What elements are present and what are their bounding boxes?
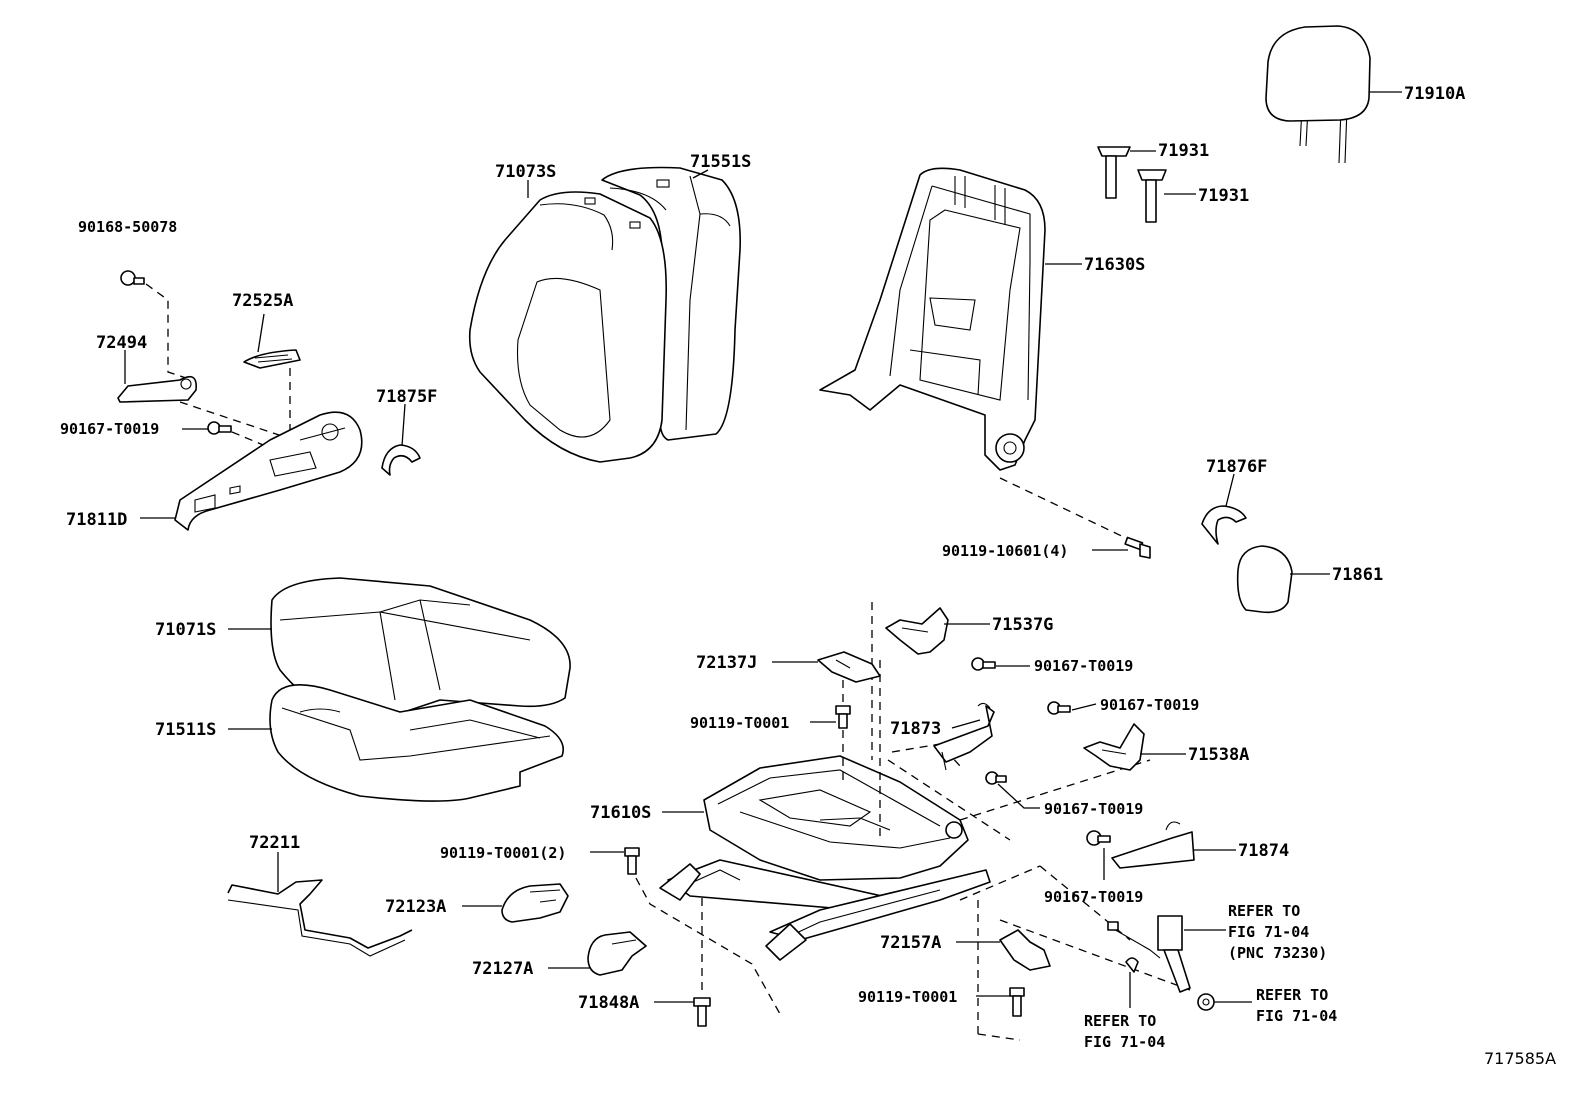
headrest-part[interactable] (1265, 25, 1371, 164)
bolt-front-part[interactable] (624, 847, 640, 875)
bracket-71538a-part[interactable] (1083, 723, 1145, 771)
headrest-guide-upper[interactable] (1097, 146, 1131, 199)
wire-72211-part[interactable] (227, 879, 413, 957)
label-cover-f-right: 71876F (1206, 457, 1267, 477)
cover-72157a-part[interactable] (999, 929, 1051, 971)
bolt-72137j-part[interactable] (835, 705, 851, 729)
label-cap: 71848A (578, 993, 639, 1013)
seatback-frame-part[interactable] (819, 167, 1046, 471)
label-cover-72127a: 72127A (472, 959, 533, 979)
label-cover-72157a: 72157A (880, 933, 941, 953)
label-bolt-front-2: 90119-T0001(2) (440, 844, 566, 862)
label-cushion-cover: 71071S (155, 620, 216, 640)
hook-71873-part[interactable] (933, 702, 995, 771)
shield-cover-part[interactable] (243, 349, 301, 369)
label-bolt-72157a: 90119-T0001 (858, 988, 957, 1006)
label-refer-bottom-2: FIG 71-04 (1084, 1033, 1165, 1051)
recliner-cover-part[interactable] (1236, 545, 1293, 614)
seatback-cover-part[interactable] (468, 191, 667, 463)
label-screw-shield: 90167-T0019 (60, 420, 159, 438)
label-headrest: 71910A (1404, 84, 1465, 104)
screw-top-part[interactable] (120, 270, 145, 286)
cushion-cover-part[interactable] (270, 577, 571, 721)
screw-right-upper-part[interactable] (1047, 701, 1071, 715)
label-seat-frame: 71610S (590, 803, 651, 823)
bracket-71537g-part[interactable] (885, 607, 949, 655)
label-wire: 72211 (249, 833, 300, 853)
label-refer-nut-1: REFER TO (1256, 986, 1328, 1004)
bolt-back-frame[interactable] (1124, 536, 1151, 559)
label-screw-71537g: 90167-T0019 (1034, 657, 1133, 675)
label-guide-1: 71931 (1158, 141, 1209, 161)
label-refer-belt-1: REFER TO (1228, 902, 1300, 920)
knob-part[interactable] (117, 375, 197, 403)
label-screw-71873: 90167-T0019 (1044, 800, 1143, 818)
cushion-pad-part[interactable] (269, 684, 564, 802)
label-cover-f-left: 71875F (376, 387, 437, 407)
label-back-cover: 71073S (495, 162, 556, 182)
label-cover-72123a: 72123A (385, 897, 446, 917)
label-screw-right-upper: 90167-T0019 (1100, 696, 1199, 714)
hook-71874-part[interactable] (1111, 821, 1195, 869)
cap-71848a-part[interactable] (693, 997, 711, 1027)
label-knob: 72494 (96, 333, 147, 353)
screw-71874-part[interactable] (1086, 830, 1111, 846)
headrest-guide-lower[interactable] (1137, 169, 1167, 223)
cover-72137j-part[interactable] (817, 651, 881, 683)
seat-belt-buckle-part[interactable] (1107, 915, 1191, 993)
label-screw-top: 90168-50078 (78, 218, 177, 236)
screw-71873-part[interactable] (985, 771, 1007, 785)
label-refer-bottom-1: REFER TO (1084, 1012, 1156, 1030)
label-back-frame: 71630S (1084, 255, 1145, 275)
label-bolt-back: 90119-10601(4) (942, 542, 1068, 560)
cover-72127a-part[interactable] (587, 931, 647, 976)
label-back-pad: 71551S (690, 152, 751, 172)
seat-frame-part[interactable] (659, 755, 991, 961)
label-shield-cover: 72525A (232, 291, 293, 311)
cover-71876f-part[interactable] (1201, 505, 1247, 545)
label-hook-71874: 71874 (1238, 841, 1289, 861)
label-recliner-cover: 71861 (1332, 565, 1383, 585)
label-shield-outer: 71811D (66, 510, 127, 530)
label-refer-belt-2: FIG 71-04 (1228, 923, 1309, 941)
cover-71875f-part[interactable] (381, 444, 421, 476)
bolt-72157a-part[interactable] (1009, 987, 1025, 1017)
label-hook-71873: 71873 (890, 719, 941, 739)
label-bracket-71537g: 71537G (992, 615, 1053, 635)
label-refer-belt-3: (PNC 73230) (1228, 944, 1327, 962)
label-screw-71874: 90167-T0019 (1044, 888, 1143, 906)
label-bolt-72137j: 90119-T0001 (690, 714, 789, 732)
diagram-id: 717585A (1484, 1049, 1556, 1068)
shield-outer-part[interactable] (174, 411, 363, 531)
belt-nut-part[interactable] (1197, 993, 1215, 1011)
label-guide-2: 71931 (1198, 186, 1249, 206)
screw-71537g-part[interactable] (971, 657, 996, 671)
label-cushion-pad: 71511S (155, 720, 216, 740)
label-refer-nut-2: FIG 71-04 (1256, 1007, 1337, 1025)
label-cover-72137j: 72137J (696, 653, 757, 673)
cover-72123a-part[interactable] (501, 883, 569, 923)
label-bracket-71538a: 71538A (1188, 745, 1249, 765)
screw-shield-part[interactable] (207, 421, 232, 435)
